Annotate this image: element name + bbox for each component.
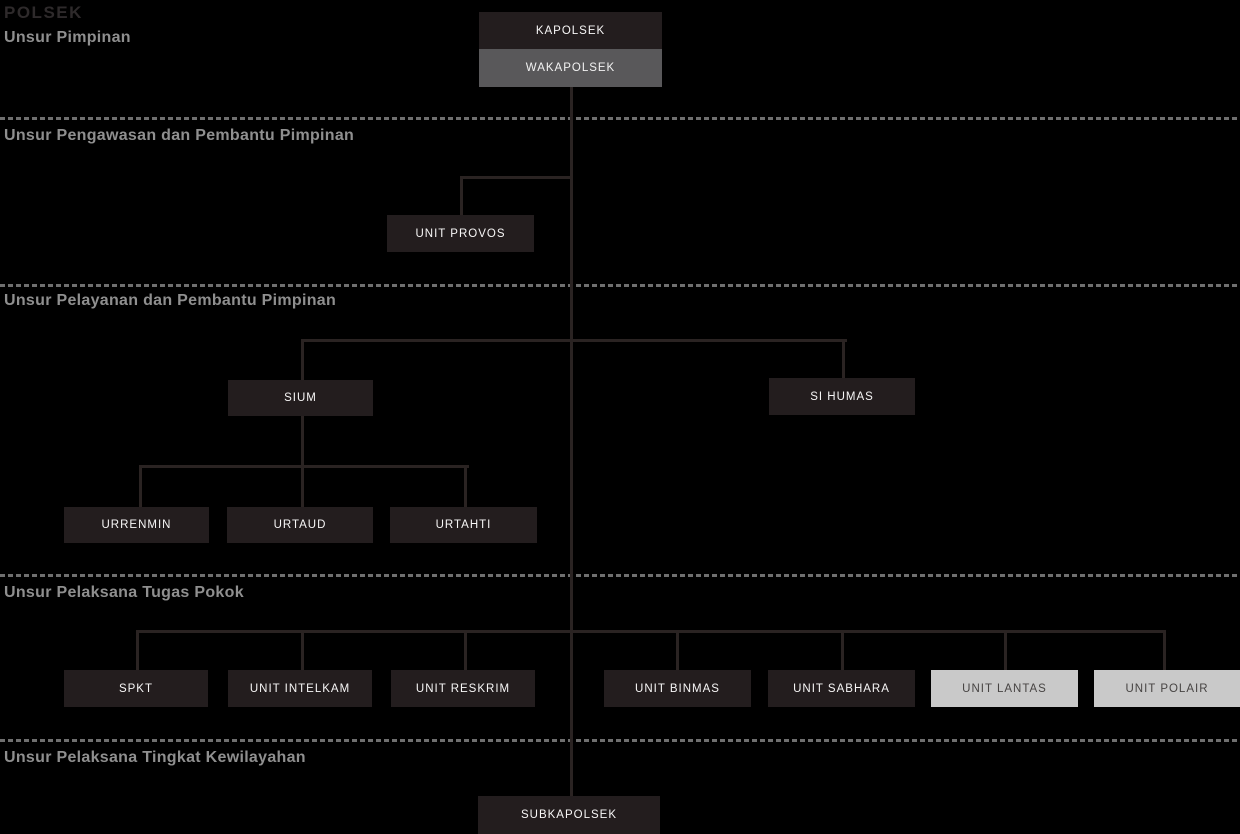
connector-line: [460, 176, 573, 179]
connector-line: [139, 465, 142, 507]
section-label-pengawasan: Unsur Pengawasan dan Pembantu Pimpinan: [4, 127, 355, 144]
connector-line: [841, 630, 844, 670]
node-unit-lantas: UNIT LANTAS: [931, 670, 1078, 707]
node-si-humas: SI HUMAS: [769, 378, 915, 415]
connector-line: [136, 630, 139, 670]
connector-line: [139, 465, 469, 468]
connector-line: [136, 630, 1166, 633]
section-divider: [0, 739, 1240, 742]
connector-line: [676, 630, 679, 670]
section-label-pimpinan: Unsur Pimpinan: [4, 29, 131, 46]
connector-line: [1004, 630, 1007, 670]
connector-line: [460, 176, 463, 215]
node-unit-intelkam: UNIT INTELKAM: [228, 670, 372, 707]
node-wakapolsek: WAKAPOLSEK: [479, 49, 662, 87]
node-spkt: SPKT: [64, 670, 208, 707]
connector-line: [464, 465, 467, 507]
connector-line: [301, 416, 304, 508]
connector-line: [1163, 630, 1166, 670]
node-unit-binmas: UNIT BINMAS: [604, 670, 751, 707]
section-divider: [0, 284, 1240, 287]
node-unit-provos: UNIT PROVOS: [387, 215, 534, 252]
node-subkapolsek: SUBKAPOLSEK: [478, 796, 660, 834]
node-urrenmin: URRENMIN: [64, 507, 209, 543]
node-unit-reskrim: UNIT RESKRIM: [391, 670, 535, 707]
node-kapolsek: KAPOLSEK: [479, 12, 662, 49]
node-urtahti: URTAHTI: [390, 507, 537, 543]
node-urtaud: URTAUD: [227, 507, 373, 543]
section-divider: [0, 574, 1240, 577]
connector-line: [301, 339, 304, 380]
page-title: POLSEK: [4, 3, 83, 22]
node-sium: SIUM: [228, 380, 373, 416]
section-label-pelaksana-pokok: Unsur Pelaksana Tugas Pokok: [4, 584, 244, 601]
section-label-pelayanan: Unsur Pelayanan dan Pembantu Pimpinan: [4, 292, 337, 309]
node-unit-polair: UNIT POLAIR: [1094, 670, 1240, 707]
connector-line: [570, 87, 573, 798]
node-unit-sabhara: UNIT SABHARA: [768, 670, 915, 707]
section-divider: [0, 117, 1240, 120]
connector-line: [301, 339, 847, 342]
connector-line: [842, 339, 845, 378]
connector-line: [464, 630, 467, 670]
connector-line: [301, 630, 304, 670]
section-label-kewilayahan: Unsur Pelaksana Tingkat Kewilayahan: [4, 749, 306, 766]
